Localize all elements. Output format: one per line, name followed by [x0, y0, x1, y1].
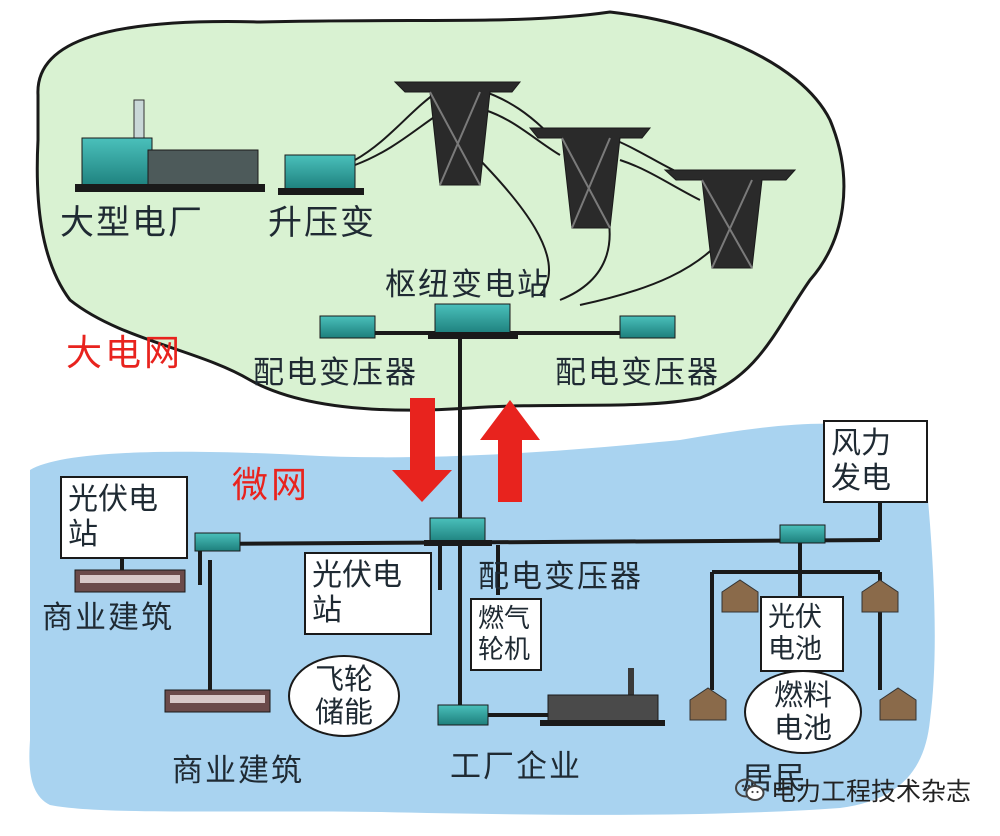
arrow-down: [392, 398, 452, 502]
transmission-tower-3: [663, 169, 797, 269]
box-wind-power: 风力 发电: [823, 420, 928, 503]
label-dist-transformer-micro: 配电变压器: [478, 559, 643, 595]
transmission-tower-2: [528, 127, 652, 229]
hub-substation-icon: [428, 303, 518, 339]
label-commercial-building-bottom: 商业建筑: [172, 753, 304, 789]
dist-transformer-right-icon: [619, 315, 676, 339]
micro-transformer-main-icon: [424, 517, 492, 546]
house-icon-2: [861, 579, 899, 613]
label-dist-transformer-right: 配电变压器: [555, 355, 720, 391]
step-up-transformer-icon: [278, 154, 364, 195]
label-step-up: 升压变: [268, 203, 376, 243]
box-gas-turbine: 燃气 轮机: [470, 598, 542, 672]
house-icon-1: [721, 579, 759, 613]
box-pv-station-left: 光伏电 站: [60, 476, 188, 559]
micro-transformer-right-icon: [779, 524, 826, 544]
watermark-text: 电力工程技术杂志: [771, 777, 972, 806]
oval-fuel-cell: 燃料 电池: [744, 670, 862, 754]
label-factory: 工厂企业: [450, 749, 582, 785]
factory-icon: [540, 668, 665, 726]
house-icon-3: [689, 687, 727, 721]
wechat-icon: [735, 778, 765, 801]
arrow-up: [480, 400, 540, 502]
microgrid-lines: [120, 495, 882, 717]
micro-transformer-left-icon: [194, 532, 241, 552]
power-plant-icon: [75, 99, 265, 192]
commercial-building-bottom-icon: [164, 689, 271, 713]
box-pv-station-center: 光伏电 站: [304, 552, 432, 635]
label-main-grid: 大电网: [66, 333, 184, 374]
commercial-building-top-icon: [74, 569, 186, 593]
watermark: 电力工程技术杂志: [735, 772, 971, 808]
factory-transformer-icon: [437, 704, 489, 726]
label-commercial-building-top: 商业建筑: [42, 600, 174, 636]
box-pv-cell: 光伏 电池: [760, 596, 844, 672]
main-grid-area: [35, 10, 846, 412]
label-big-power-plant: 大型电厂: [60, 203, 204, 243]
label-microgrid: 微网: [232, 465, 311, 506]
oval-flywheel: 飞轮 储能: [288, 655, 400, 737]
label-hub-substation: 枢纽变电站: [385, 267, 550, 303]
label-dist-transformer-left: 配电变压器: [253, 355, 418, 391]
transmission-tower-1: [393, 81, 522, 186]
dist-transformer-left-icon: [319, 315, 376, 339]
house-icon-4: [879, 687, 917, 721]
